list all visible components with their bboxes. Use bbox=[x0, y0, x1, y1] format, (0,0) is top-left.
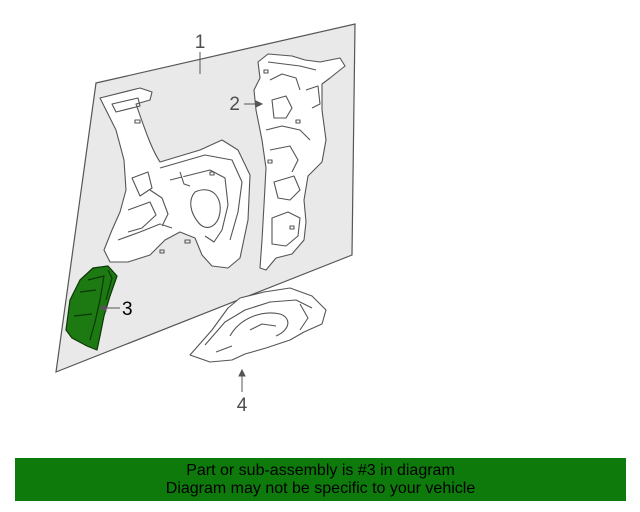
banner-line-1: Part or sub-assembly is #3 in diagram bbox=[186, 461, 455, 479]
inner-pillar[interactable] bbox=[253, 53, 346, 271]
callout-4: 4 bbox=[237, 395, 248, 416]
callout-1: 1 bbox=[195, 32, 206, 53]
inner-quarter-panel[interactable] bbox=[99, 87, 251, 269]
wheelhouse-extension-highlight[interactable] bbox=[65, 265, 118, 351]
callout-2: 2 bbox=[229, 94, 240, 115]
banner-line-2: Diagram may not be specific to your vehi… bbox=[165, 479, 476, 497]
wheelhouse[interactable] bbox=[189, 287, 327, 363]
info-banner: Part or sub-assembly is #3 in diagram Di… bbox=[15, 458, 626, 501]
callout-3: 3 bbox=[122, 299, 133, 320]
leader-lines bbox=[98, 52, 264, 392]
